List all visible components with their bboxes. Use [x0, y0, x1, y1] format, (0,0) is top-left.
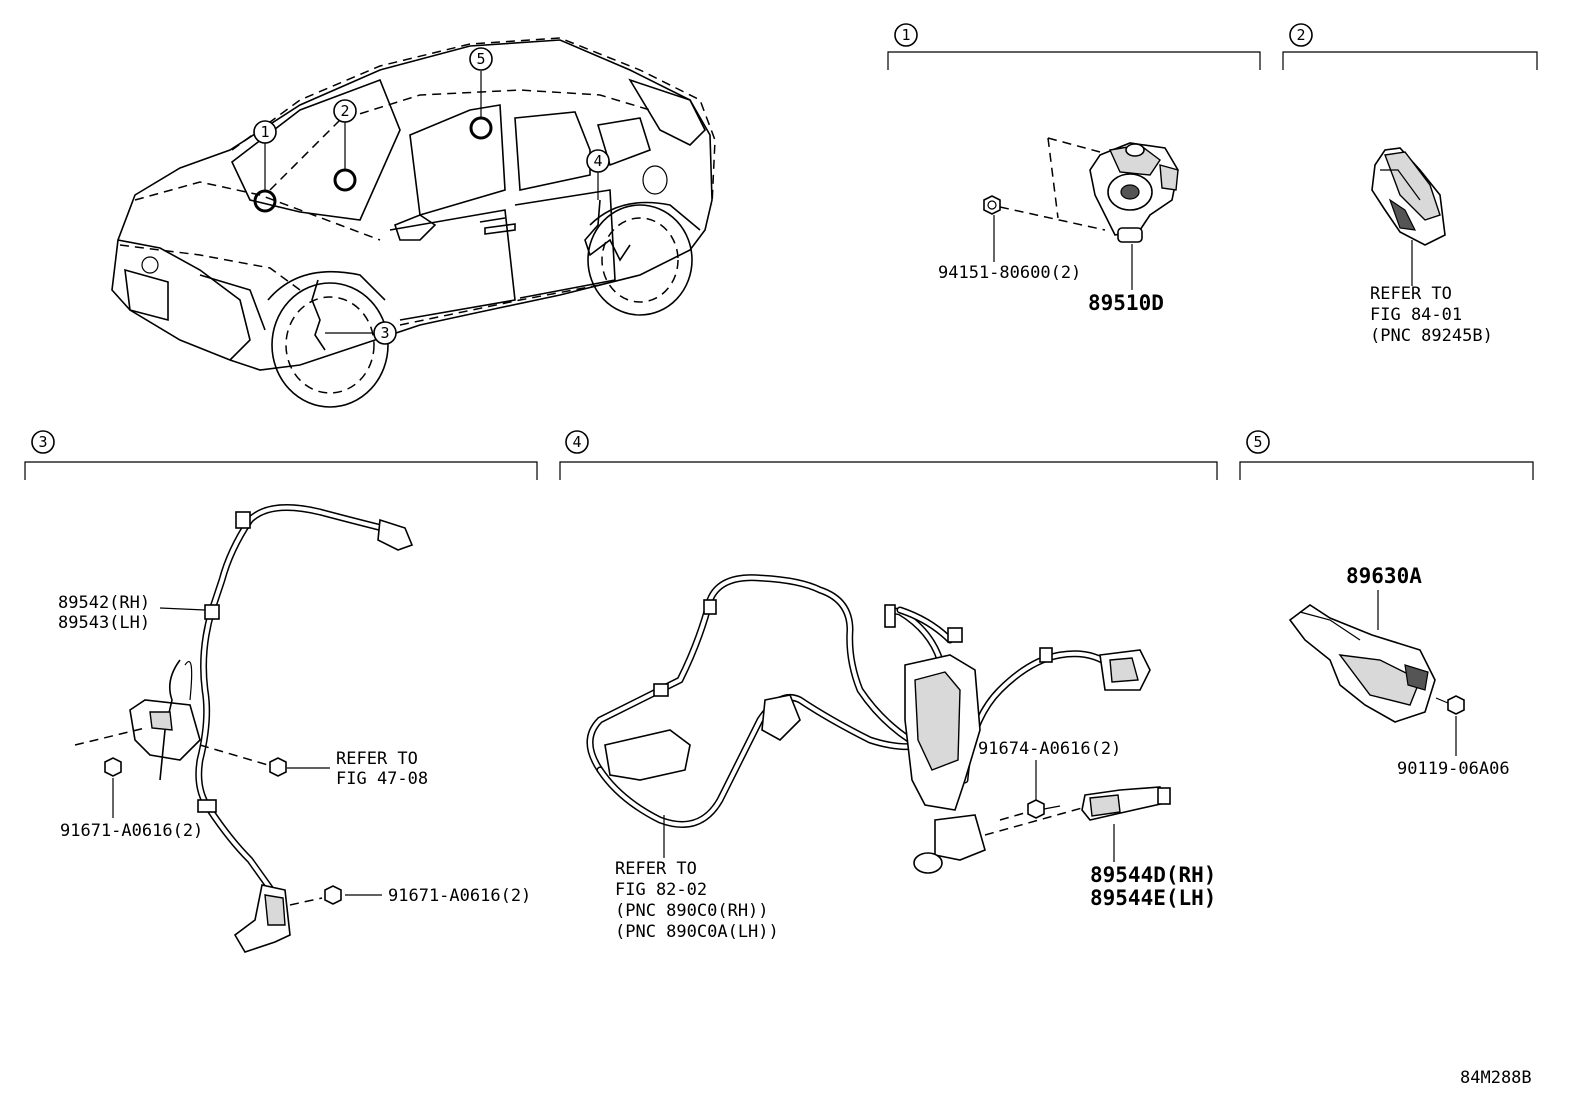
figure-code: 84M288B [1460, 1068, 1532, 1088]
section-header-5: 5 [1239, 430, 1534, 480]
callout-4: 4 [593, 152, 602, 170]
sensor-89630a [1288, 604, 1436, 723]
callout-3: 3 [380, 324, 389, 342]
section-4-parts: REFER TO FIG 82-02 (PNC 890C0(RH)) (PNC … [586, 574, 1216, 942]
section-5-parts: 89630A 90119-06A06 [1288, 564, 1510, 779]
svg-text:1: 1 [901, 26, 910, 44]
svg-text:4: 4 [572, 433, 581, 451]
section-header-3: 3 [24, 430, 538, 480]
refer-fig-82-02-line4: (PNC 890C0A(LH)) [615, 922, 779, 942]
callout-5: 5 [476, 50, 485, 68]
sensor-89245b [1371, 147, 1446, 246]
refer-fig-82-02-line1: REFER TO [615, 859, 697, 879]
sensor-89510d [1089, 142, 1179, 243]
part-label-91674-a0616: 91674-A0616(2) [978, 739, 1121, 759]
section-header-4: 4 [559, 430, 1218, 480]
svg-text:2: 2 [1296, 26, 1305, 44]
part-label-94151-80600: 94151-80600(2) [938, 263, 1081, 283]
refer-fig-82-02-line2: FIG 82-02 [615, 880, 707, 900]
bolt-90119 [1435, 695, 1465, 715]
callout-2: 2 [340, 102, 349, 120]
part-label-90119-06a06: 90119-06A06 [1397, 759, 1510, 779]
refer-fig-47-08-line2: FIG 47-08 [336, 769, 428, 789]
section-1-parts: 94151-80600(2) 89510D [938, 137, 1179, 315]
bolt-fig-47-08 [269, 757, 287, 777]
svg-text:3: 3 [38, 433, 47, 451]
section-3-parts: 89542(RH) 89543(LH) REFER TO FIG 47-08 9… [58, 504, 531, 953]
part-label-91671-a0616-right: 91671-A0616(2) [388, 886, 531, 906]
section-header-2: 2 [1282, 23, 1538, 70]
bolt-91671-right [324, 885, 342, 905]
bolt-91671-left [104, 757, 122, 777]
refer-fig-47-08-line1: REFER TO [336, 749, 418, 769]
part-label-89543-lh: 89543(LH) [58, 613, 150, 633]
section-2-parts: REFER TO FIG 84-01 (PNC 89245B) [1370, 147, 1493, 346]
svg-text:5: 5 [1253, 433, 1262, 451]
part-label-89542-rh: 89542(RH) [58, 593, 150, 613]
section-header-1: 1 [887, 23, 1261, 70]
refer-fig-84-01-line3: (PNC 89245B) [1370, 326, 1493, 346]
sensor-89544d [1081, 786, 1171, 821]
bolt-94151 [983, 195, 1001, 215]
vehicle-overview: 1 2 3 4 5 [111, 37, 716, 408]
part-label-91671-a0616-left: 91671-A0616(2) [60, 821, 203, 841]
refer-fig-84-01-line2: FIG 84-01 [1370, 305, 1462, 325]
refer-fig-84-01-line1: REFER TO [1370, 284, 1452, 304]
part-label-89510d: 89510D [1088, 291, 1164, 315]
refer-fig-82-02-line3: (PNC 890C0(RH)) [615, 901, 769, 921]
callout-1: 1 [260, 123, 269, 141]
part-label-89544d-rh: 89544D(RH) [1090, 863, 1216, 887]
part-label-89630a: 89630A [1346, 564, 1422, 588]
bolt-91674 [1027, 799, 1061, 819]
part-label-89544e-lh: 89544E(LH) [1090, 886, 1216, 910]
